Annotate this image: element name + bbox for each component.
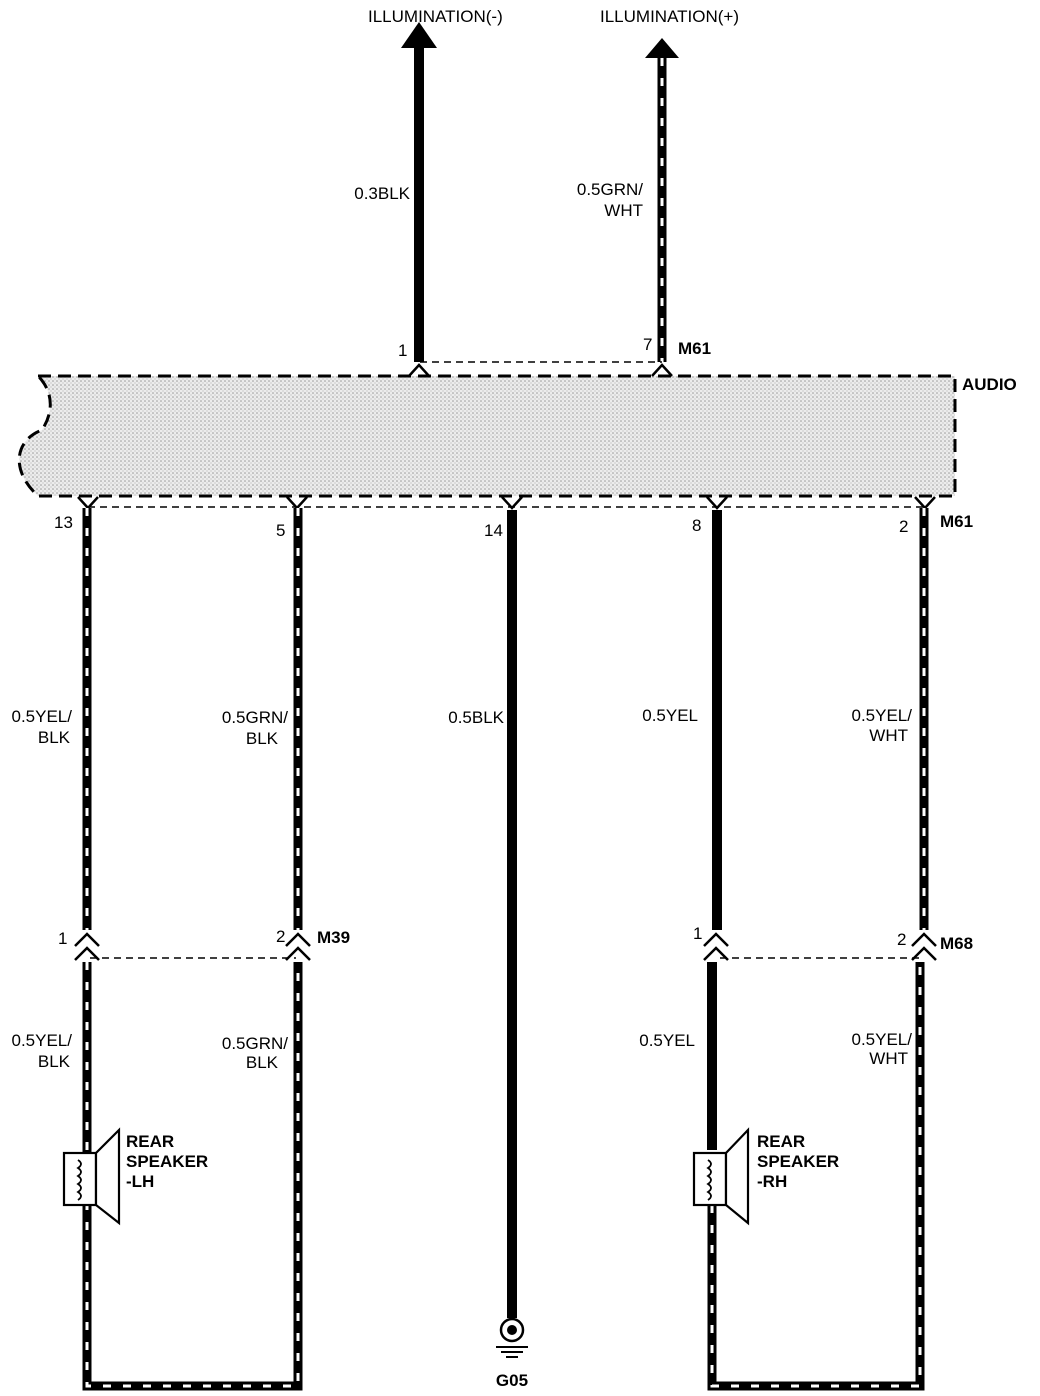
connector-m61-top: 1 7 M61	[398, 335, 711, 377]
wire-label-0.5yel-blk-1: 0.5YEL/	[12, 707, 73, 726]
pin-number: 1	[398, 341, 407, 360]
pin-number: 7	[643, 335, 652, 354]
wire-pin13-upper: 0.5YEL/ BLK	[12, 508, 92, 930]
wire-label-0.5blk: 0.5BLK	[448, 708, 504, 727]
speaker-label: SPEAKER	[757, 1152, 839, 1171]
pin-chevron-icon	[703, 932, 729, 947]
speaker-label: SPEAKER	[126, 1152, 208, 1171]
audio-unit: AUDIO	[17, 374, 1017, 498]
pin-chevron-icon	[408, 363, 430, 377]
wire-stripe	[710, 962, 922, 1388]
wire-pin2-upper: 0.5YEL/ WHT	[852, 508, 929, 930]
audio-unit-label: AUDIO	[962, 375, 1017, 394]
illumination-pos-label: ILLUMINATION(+)	[600, 7, 739, 26]
pin-chevron-icon	[74, 946, 100, 961]
speaker-icon	[692, 1127, 750, 1226]
ground-label: G05	[496, 1371, 528, 1390]
pin-number: 14	[484, 521, 503, 540]
audio-unit-body	[17, 374, 957, 498]
pin-chevron-icon	[285, 946, 311, 961]
pin-chevron-icon	[74, 932, 100, 947]
pin-chevron-icon	[911, 932, 937, 947]
pin-chevron-icon	[501, 496, 523, 510]
connector-m61-bottom: 13 5 14 8 2 M61	[54, 496, 973, 540]
ground-icon	[496, 1317, 528, 1358]
illumination-neg-wire: ILLUMINATION(-) 0.3BLK	[354, 7, 503, 362]
wire-pin13-lower: 0.5YEL/ BLK 0.5GRN/ BLK	[12, 962, 303, 1391]
wire-label-0.5grn-blk-2: BLK	[246, 1053, 279, 1072]
pin-chevron-icon	[703, 946, 729, 961]
wire-pin8-upper: 0.5YEL	[642, 510, 722, 930]
pin-number: 2	[897, 930, 906, 949]
wire-label-0.3blk: 0.3BLK	[354, 184, 410, 203]
speaker-label: -LH	[126, 1172, 154, 1191]
connector-label: M61	[678, 339, 711, 358]
wire-label-0.5yel: 0.5YEL	[639, 1031, 695, 1050]
connector-m39: 1 2 M39	[58, 927, 350, 961]
pin-number: 8	[692, 516, 701, 535]
pin-number: 13	[54, 513, 73, 532]
speaker-label: REAR	[757, 1132, 805, 1151]
arrow-up-icon	[401, 22, 437, 48]
rear-speaker-lh: REAR SPEAKER -LH	[62, 1127, 208, 1226]
illumination-neg-label: ILLUMINATION(-)	[368, 7, 503, 26]
wire-label-0.5yel-wht-1: 0.5YEL/	[852, 1030, 913, 1049]
arrow-up-icon	[645, 38, 679, 58]
pin-number: 1	[693, 924, 702, 943]
wire-label-0.5grn-blk-2: BLK	[246, 729, 279, 748]
rear-speaker-rh: REAR SPEAKER -RH	[692, 1127, 839, 1226]
pin-chevron-icon	[706, 496, 728, 510]
speaker-label: -RH	[757, 1172, 787, 1191]
wire-label-0.5yel-blk-2: BLK	[38, 1052, 71, 1071]
wire-stripe	[85, 962, 300, 1388]
wire-label-0.5yel: 0.5YEL	[642, 706, 698, 725]
wire-pin14: 0.5BLK	[448, 510, 517, 1318]
wire-label-0.5grn-wht-1: 0.5GRN/	[577, 180, 643, 199]
connector-label: M39	[317, 928, 350, 947]
wire-label-0.5yel-wht-1: 0.5YEL/	[852, 706, 913, 725]
pin-number: 5	[276, 521, 285, 540]
wire-label-0.5yel-wht-2: WHT	[869, 1049, 908, 1068]
pin-number: 1	[58, 929, 67, 948]
illumination-pos-wire: ILLUMINATION(+) 0.5GRN/ WHT	[577, 7, 739, 362]
pin-number: 2	[899, 517, 908, 536]
ground-g05: G05	[496, 1317, 528, 1390]
speaker-icon	[62, 1127, 121, 1226]
wire-label-0.5yel-blk-1: 0.5YEL/	[12, 1031, 73, 1050]
wire-label-0.5grn-wht-2: WHT	[604, 201, 643, 220]
pin-chevron-icon	[911, 946, 937, 961]
wire-label-0.5grn-blk-1: 0.5GRN/	[222, 708, 288, 727]
wire-label-0.5yel-blk-2: BLK	[38, 728, 71, 747]
connector-label: M68	[940, 934, 973, 953]
connector-m68: 1 2 M68	[693, 924, 973, 961]
pin-number: 2	[276, 927, 285, 946]
wire-label-0.5grn-blk-1: 0.5GRN/	[222, 1034, 288, 1053]
wire-pin8-lower: 0.5YEL 0.5YEL/ WHT	[639, 962, 925, 1391]
pin-chevron-icon	[285, 932, 311, 947]
wire-pin5-upper: 0.5GRN/ BLK	[222, 508, 303, 930]
wire-label-0.5yel-wht-2: WHT	[869, 726, 908, 745]
pin-chevron-icon	[651, 363, 673, 377]
speaker-label: REAR	[126, 1132, 174, 1151]
connector-label: M61	[940, 512, 973, 531]
